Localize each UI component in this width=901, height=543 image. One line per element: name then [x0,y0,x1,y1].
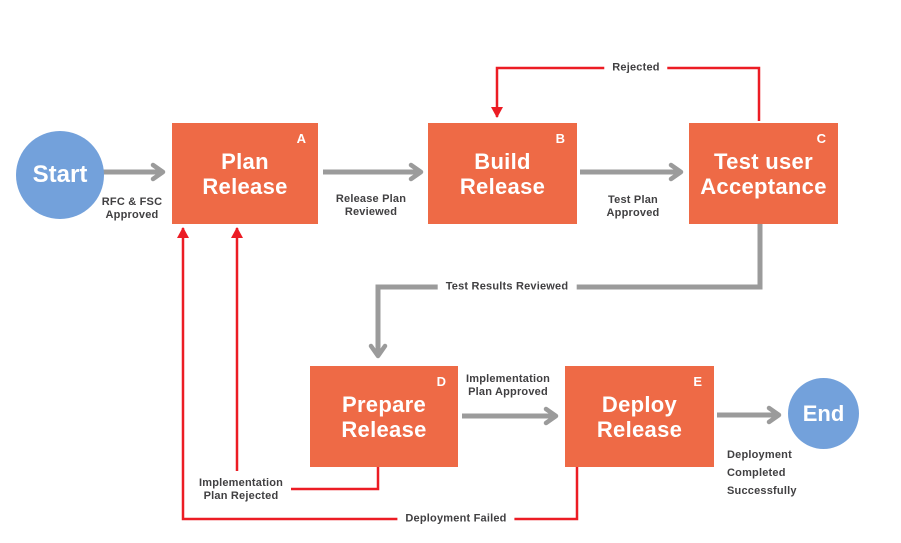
edge-label-implementation-plan-approved: Implementation Plan Approved [465,373,551,398]
edge-label-test-plan-approved: Test Plan Approved [606,194,660,219]
node-start: Start [16,131,104,219]
edge-label-deployment-failed: Deployment Failed [397,511,515,527]
edge-implementation-rejected-tail [291,467,380,491]
node-test-user-acceptance: C Test user Acceptance [689,123,838,224]
node-prepare-release: D Prepare Release [310,366,458,467]
node-label-build-release: Build Release [459,148,546,199]
node-label-deploy-release: Deploy Release [596,391,683,442]
edge-label-rejected: Rejected [604,60,668,76]
node-badge-b: B [555,131,565,146]
node-badge-c: C [816,131,826,146]
node-label-plan-release: Plan Release [202,148,288,199]
node-plan-release: A Plan Release [172,123,318,224]
end-label: End [802,400,845,426]
node-badge-d: D [436,374,446,389]
edge-label-release-plan-reviewed: Release Plan Reviewed [335,193,407,218]
node-label-test-user-acceptance: Test user Acceptance [700,148,827,199]
node-label-prepare-release: Prepare Release [341,391,427,442]
node-badge-e: E [693,374,702,389]
start-label: Start [32,161,88,188]
node-deploy-release: E Deploy Release [565,366,714,467]
node-badge-a: A [296,131,306,146]
edge-label-test-results-reviewed: Test Results Reviewed [437,279,577,295]
node-build-release: B Build Release [428,123,577,224]
edge-rejected-loop [491,66,761,121]
node-end: End [788,378,859,449]
edge-label-rfc-fsc-approved: RFC & FSC Approved [101,196,163,221]
edge-label-implementation-plan-rejected: Implementation Plan Rejected [190,476,292,504]
edge-deployment-failed-loop [177,227,579,521]
edge-label-deployment-completed: Deployment Completed Successfully [727,449,797,497]
